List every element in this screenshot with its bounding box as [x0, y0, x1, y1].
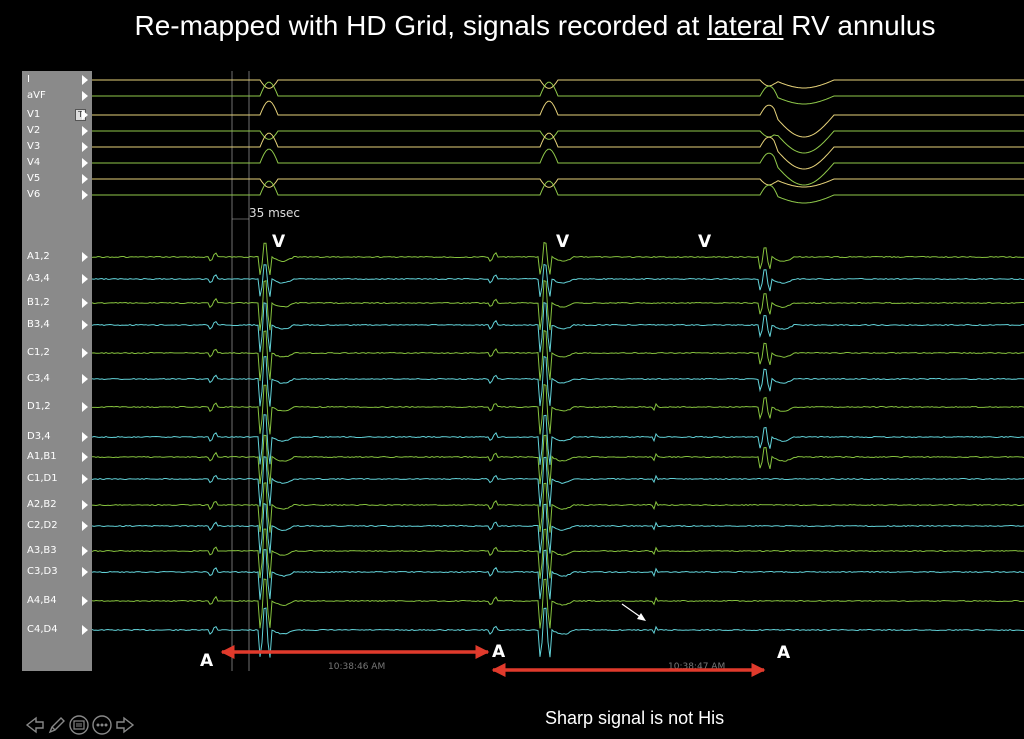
lead-toggle-icon[interactable] — [82, 110, 88, 120]
trace-d1-2 — [92, 383, 1024, 435]
trace-b1-2 — [92, 279, 1024, 331]
a-label: A — [492, 642, 506, 662]
lead-toggle-icon[interactable] — [82, 500, 88, 510]
lead-label: B1,2 — [27, 297, 50, 308]
slides-icon[interactable] — [68, 714, 90, 736]
lead-label: C3,D3 — [27, 566, 58, 577]
trace-v1 — [92, 100, 1024, 138]
trace-v3 — [92, 132, 1024, 170]
trace-c1-2 — [92, 329, 1024, 381]
more-icon[interactable] — [91, 714, 113, 736]
slide-title: Re-mapped with HD Grid, signals recorded… — [0, 10, 1024, 42]
lead-label: V6 — [27, 189, 41, 200]
prev-arrow-icon[interactable] — [24, 714, 46, 736]
lead-label: V1 — [27, 109, 41, 120]
trace-a4-b4 — [92, 578, 1024, 629]
trace-d3-4 — [92, 414, 1024, 465]
lead-label: V2 — [27, 125, 41, 136]
lead-label: C1,D1 — [27, 473, 58, 484]
lead-toggle-icon[interactable] — [82, 546, 88, 556]
trace-c1-d1 — [92, 456, 1024, 507]
lead-toggle-icon[interactable] — [82, 126, 88, 136]
lead-label: A1,B1 — [27, 451, 57, 462]
lead-toggle-icon[interactable] — [82, 320, 88, 330]
lead-label: A2,B2 — [27, 499, 57, 510]
v-label: V — [698, 232, 712, 252]
lead-toggle-icon[interactable] — [82, 274, 88, 284]
lead-label: A3,4 — [27, 273, 50, 284]
lead-label: A1,2 — [27, 251, 50, 262]
lead-toggle-icon[interactable] — [82, 567, 88, 577]
trace-c3-4 — [92, 355, 1024, 407]
calibration-label: 35 msec — [249, 206, 300, 220]
lead-label: D1,2 — [27, 401, 51, 412]
lead-label: V4 — [27, 157, 41, 168]
lead-label: A4,B4 — [27, 595, 57, 606]
lead-label: C2,D2 — [27, 520, 58, 531]
lead-label: C3,4 — [27, 373, 50, 384]
pointer-arrow-head — [637, 613, 646, 621]
v-label: V — [556, 232, 570, 252]
title-text: Re-mapped with HD Grid, signals recorded… — [134, 10, 708, 41]
next-arrow-icon[interactable] — [114, 714, 136, 736]
lead-toggle-icon[interactable] — [82, 252, 88, 262]
trace-c2-d2 — [92, 502, 1024, 554]
trace-a3-b3 — [92, 528, 1024, 579]
lead-toggle-icon[interactable] — [82, 474, 88, 484]
lead-toggle-icon[interactable] — [82, 402, 88, 412]
a-label: A — [777, 643, 791, 663]
pen-icon[interactable] — [46, 714, 68, 736]
trace-a2-b2 — [92, 482, 1024, 533]
lead-label: aVF — [27, 90, 46, 101]
lead-label: D3,4 — [27, 431, 51, 442]
lead-label: A3,B3 — [27, 545, 57, 556]
lead-toggle-icon[interactable] — [82, 142, 88, 152]
lead-toggle-icon[interactable] — [82, 432, 88, 442]
lead-toggle-icon[interactable] — [82, 452, 88, 462]
lead-label: B3,4 — [27, 319, 50, 330]
trace-c4-d4 — [92, 607, 1024, 658]
trace-v4 — [92, 148, 1024, 186]
trace-v5 — [92, 178, 1024, 188]
lead-label: I — [27, 74, 30, 85]
trace-v6 — [92, 180, 1024, 204]
lead-label: V3 — [27, 141, 41, 152]
lead-toggle-icon[interactable] — [82, 596, 88, 606]
lead-toggle-icon[interactable] — [82, 91, 88, 101]
slide-caption: Sharp signal is not His — [545, 708, 725, 728]
lead-toggle-icon[interactable] — [82, 625, 88, 635]
trace-a1-2 — [92, 241, 1024, 275]
trace-avf — [92, 81, 1024, 105]
ep-traces: 35 msec V V V 10:38:46 AM 10:38:47 AM — [92, 71, 1024, 671]
timestamp-label: 10:38:46 AM — [328, 662, 385, 671]
lead-label: C1,2 — [27, 347, 50, 358]
lead-label: C4,D4 — [27, 624, 58, 635]
lead-toggle-icon[interactable] — [82, 190, 88, 200]
v-label: V — [272, 232, 286, 252]
title-underlined-word: lateral — [707, 10, 784, 41]
a-label: A — [200, 651, 214, 671]
trace-a1-b1 — [92, 434, 1024, 485]
trace-b3-4 — [92, 302, 1024, 353]
trace-v2 — [92, 130, 1024, 154]
lead-toggle-icon[interactable] — [82, 298, 88, 308]
lead-toggle-icon[interactable] — [82, 174, 88, 184]
lead-toggle-icon[interactable] — [82, 158, 88, 168]
trace-a3-4 — [92, 263, 1024, 297]
trace-i — [92, 79, 1024, 89]
trace-c3-d3 — [92, 549, 1024, 600]
lead-label: V5 — [27, 173, 41, 184]
lead-toggle-icon[interactable] — [82, 75, 88, 85]
lead-toggle-icon[interactable] — [82, 348, 88, 358]
title-text-end: RV annulus — [783, 10, 936, 41]
pointer-arrow-line — [621, 603, 643, 619]
lead-toggle-icon[interactable] — [82, 374, 88, 384]
lead-toggle-icon[interactable] — [82, 521, 88, 531]
